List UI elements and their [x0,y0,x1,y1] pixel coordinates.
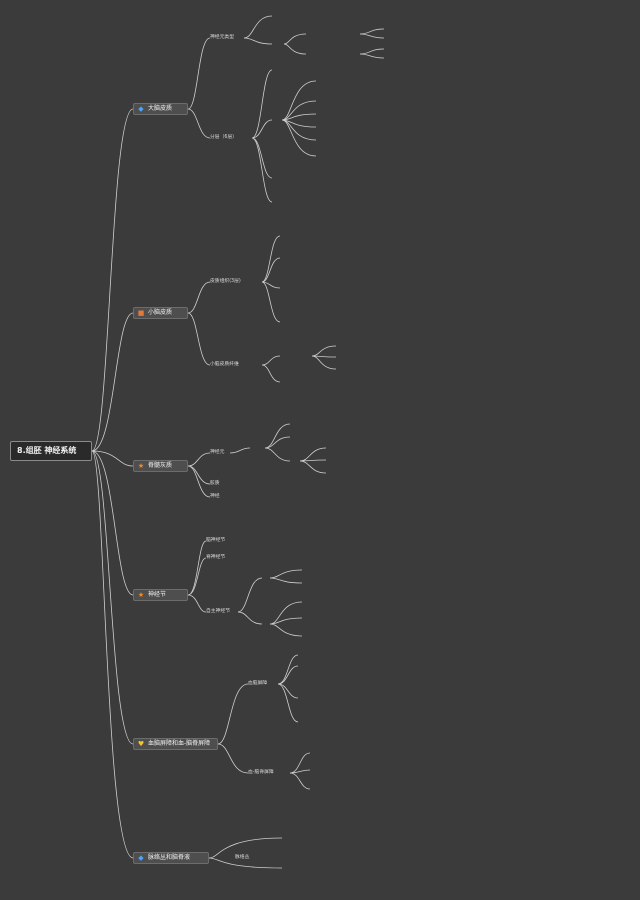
branch-cerebral-cortex[interactable]: ◆ 大脑皮质 [133,103,188,115]
link-root-b2 [91,450,134,467]
blue-diamond-icon: ◆ [138,854,144,862]
link-root-b5 [91,450,134,859]
branch-label: 血脑屏障和血-脑脊屏障 [148,740,211,747]
node-cortex-layers[interactable]: 分层（6层） [210,135,238,140]
branch-label: 脉络丛和脑脊液 [148,854,191,861]
branch-label: 脊髓灰质 [148,462,173,469]
node-blood-csf-barrier[interactable]: 血-脑脊屏障 [248,770,274,775]
node-spinal-neuron[interactable]: 神经元 [210,450,225,455]
branch-label: 小脑皮质 [148,309,173,316]
orange-star-icon: ★ [137,591,145,599]
orange-star-icon: ★ [137,462,145,470]
link-root-b3 [91,450,134,596]
node-neuron-types[interactable]: 神经元类型 [210,35,234,40]
link-root-b0 [91,108,134,452]
branch-label: 大脑皮质 [148,105,173,112]
branch-label: 神经节 [148,591,167,598]
node-bbb[interactable]: 血脑屏障 [248,681,268,686]
node-choroid-plexus[interactable]: 脉络丛 [235,855,250,860]
yellow-heart-icon: ♥ [137,740,145,748]
branch-cerebellar-cortex[interactable]: ■ 小脑皮质 [133,307,188,319]
root-node-nervous-system[interactable]: 8.组胚 神经系统 [10,441,92,461]
orange-square-icon: ■ [137,309,145,317]
branch-ganglion[interactable]: ★ 神经节 [133,589,188,601]
node-cranial-ganglion[interactable]: 脑神经节 [206,538,226,543]
link-root-b1 [91,312,134,452]
branch-choroid-plexus[interactable]: ◆ 脉络丛和脑脊液 [133,852,209,864]
node-spinal-ganglion[interactable]: 脊神经节 [206,555,226,560]
blue-diamond-icon: ◆ [138,105,144,113]
link-root-b4 [91,450,134,745]
node-spinal-glia[interactable]: 胶质 [210,481,220,486]
branch-blood-brain-barrier[interactable]: ♥ 血脑屏障和血-脑脊屏障 [133,738,218,750]
node-cerebellar-fibers[interactable]: 小脑皮质纤维 [210,362,239,367]
node-spinal-nerve[interactable]: 神经 [210,494,220,499]
node-cerebellar-layers[interactable]: 皮质组织(3层) [210,279,241,284]
node-autonomic-ganglion[interactable]: 自主神经节 [206,609,230,614]
branch-spinal-gray-matter[interactable]: ★ 脊髓灰质 [133,460,188,472]
